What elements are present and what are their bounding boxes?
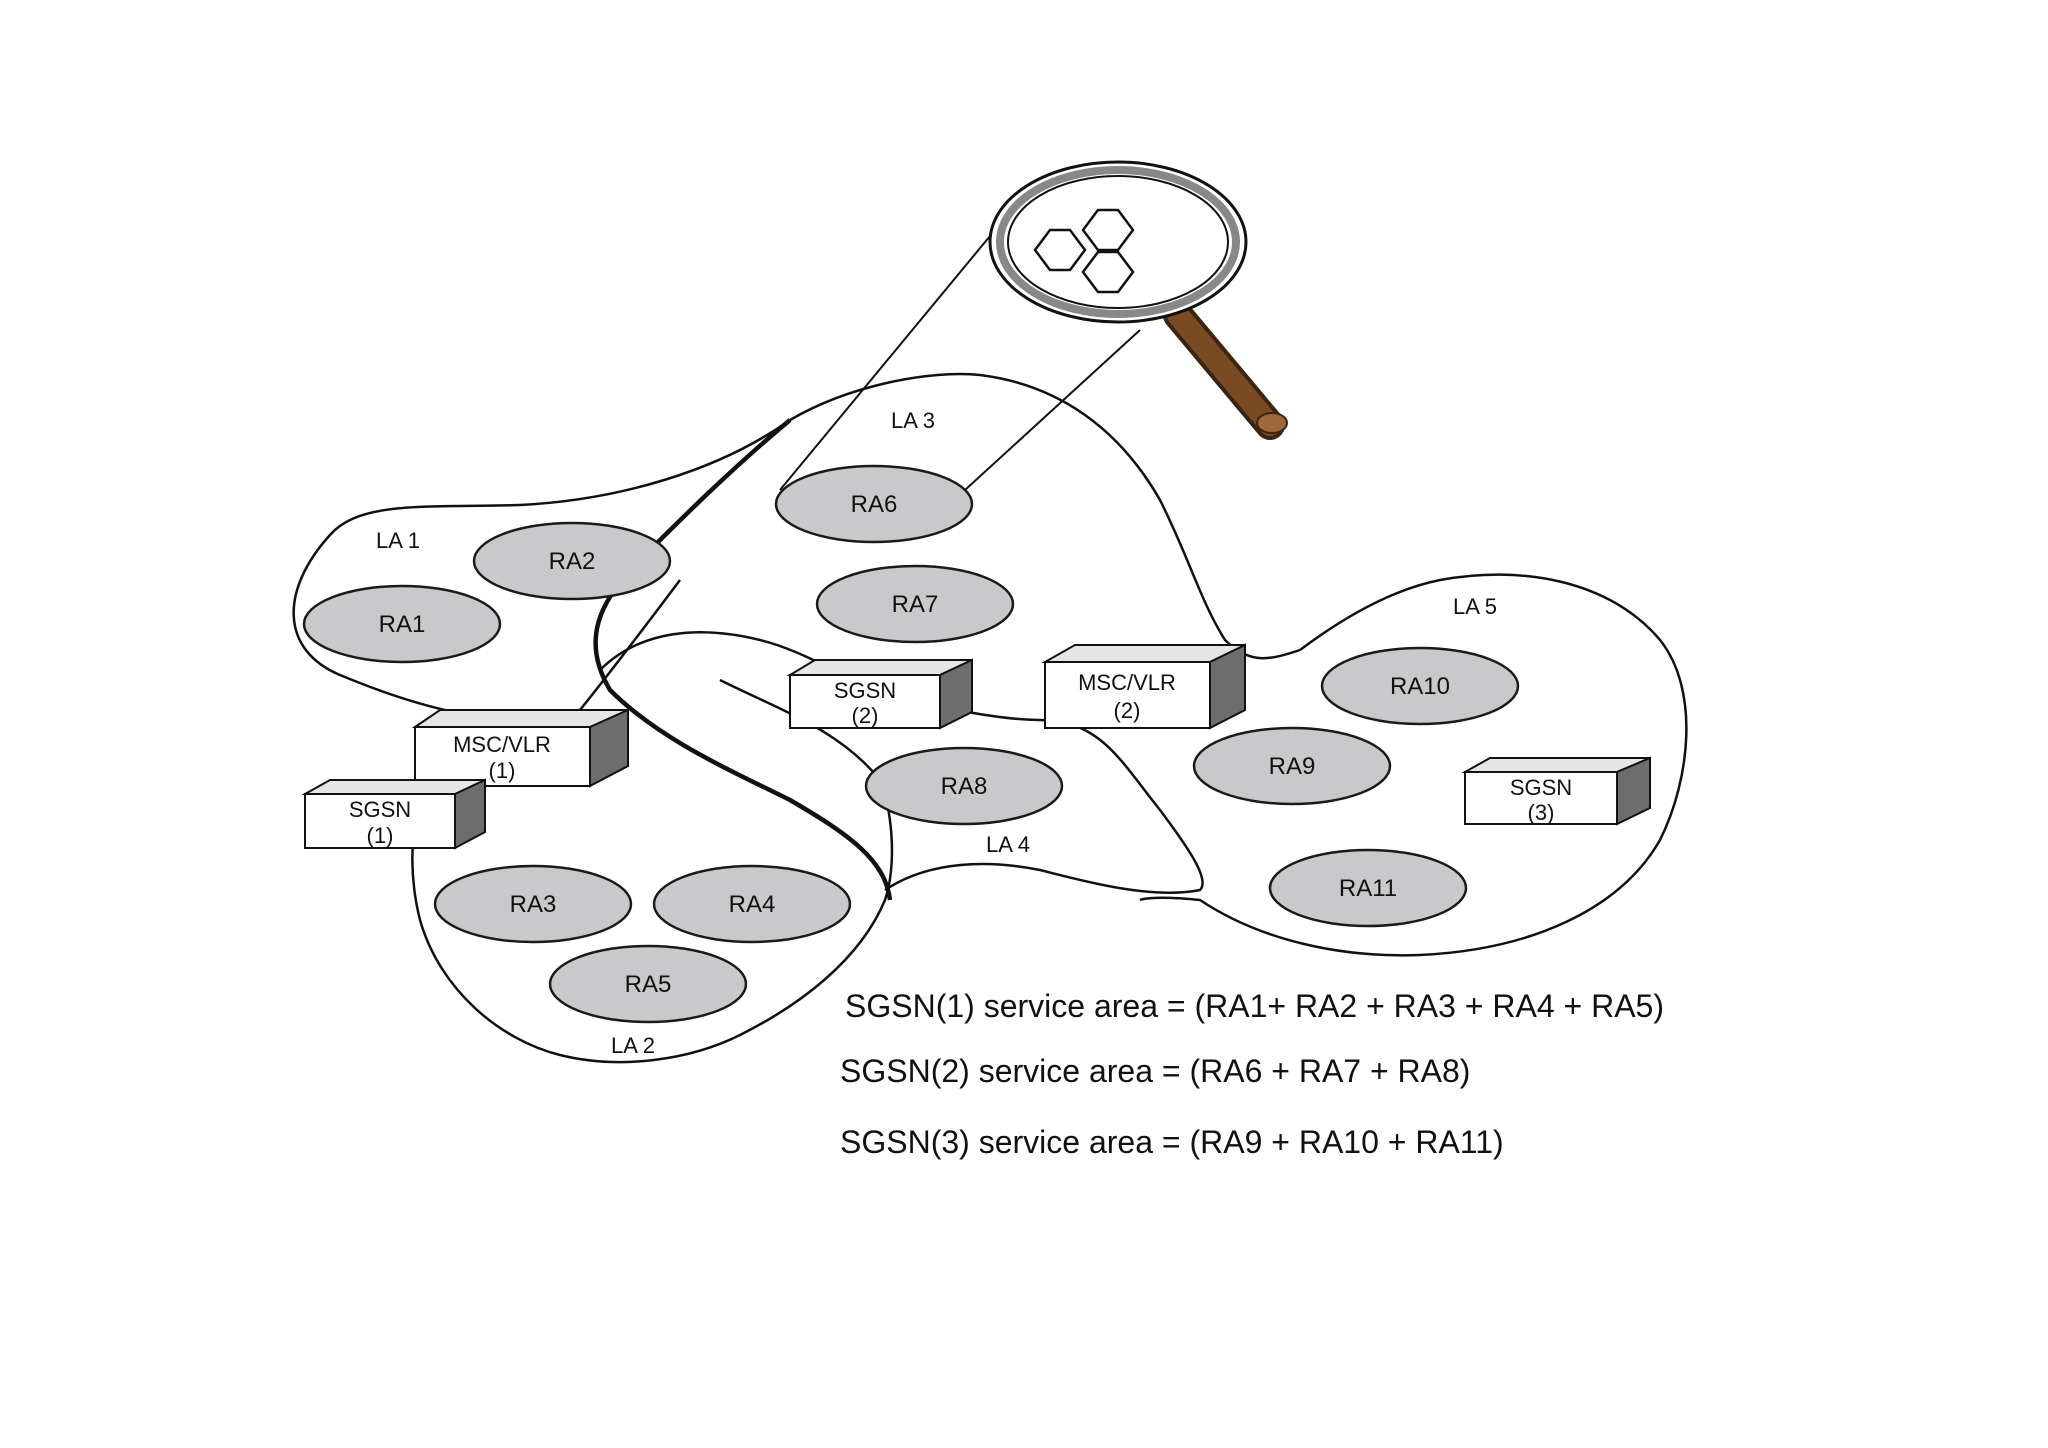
msc-vlr-1-node: MSC/VLR (1) [411, 708, 629, 788]
ra8-label: RA8 [941, 773, 988, 800]
ra7-label: RA7 [892, 591, 939, 618]
la3-label: LA 3 [891, 408, 935, 433]
msc-vlr-1-name: MSC/VLR [453, 732, 551, 757]
la1-label: LA 1 [376, 528, 420, 553]
ra5-label: RA5 [625, 971, 672, 998]
sgsn-1-node: SGSN (1) [301, 778, 486, 850]
msc-vlr-2-index: (2) [1114, 698, 1141, 723]
ra6-ellipse [774, 464, 974, 544]
ra1-label: RA1 [379, 611, 426, 638]
zoom-line-right [964, 329, 1141, 491]
sgsn-3-node: SGSN (3) [1461, 756, 1651, 826]
sgsn-2-index: (2) [852, 703, 879, 728]
ra3-label: RA3 [510, 891, 557, 918]
sgsn-1-name: SGSN [349, 797, 411, 822]
msc-vlr-2-node: MSC/VLR (2) [1041, 643, 1246, 730]
ra10-ellipse [1320, 646, 1520, 726]
ra5-ellipse [548, 944, 748, 1024]
hexagon-cells-icon [1033, 208, 1135, 294]
ra10-label: RA10 [1390, 673, 1450, 700]
sgsn3-service-area-text: SGSN(3) service area = (RA9 + RA10 + RA1… [840, 1124, 1504, 1160]
ra2-label: RA2 [549, 548, 596, 575]
sgsn1-service-boundary [593, 418, 893, 901]
sgsn1-service-area-text: SGSN(1) service area = (RA1+ RA2 + RA3 +… [845, 988, 1664, 1024]
la2-label: LA 2 [611, 1033, 655, 1058]
ra8-ellipse [864, 746, 1064, 826]
ra11-label: RA11 [1339, 875, 1397, 902]
sgsn2-service-area-text: SGSN(2) service area = (RA6 + RA7 + RA8) [840, 1053, 1471, 1089]
sgsn-2-name: SGSN [834, 678, 896, 703]
sgsn-3-name: SGSN [1510, 775, 1572, 800]
ra2-ellipse [472, 521, 672, 601]
la4-boundary [599, 631, 1204, 894]
sgsn-3-index: (3) [1528, 800, 1555, 825]
ra6-label: RA6 [851, 491, 898, 518]
msc-vlr-1-index: (1) [489, 758, 516, 783]
sgsn-2-node: SGSN (2) [786, 658, 973, 730]
sgsn-1-index: (1) [367, 823, 394, 848]
ra4-ellipse [652, 864, 852, 944]
ra7-ellipse [815, 564, 1015, 644]
msc-vlr-2-name: MSC/VLR [1078, 670, 1176, 695]
ra3-ellipse [433, 864, 633, 944]
ra9-label: RA9 [1269, 753, 1316, 780]
la4-label: LA 4 [986, 832, 1030, 857]
ra11-ellipse [1268, 848, 1468, 928]
la5-label: LA 5 [1453, 594, 1497, 619]
magnifying-glass-icon [988, 160, 1288, 440]
la5-boundary [1139, 573, 1688, 957]
ra1-ellipse [302, 584, 502, 664]
ra9-ellipse [1192, 726, 1392, 806]
zoom-line-left [779, 229, 996, 491]
ra4-label: RA4 [729, 891, 776, 918]
